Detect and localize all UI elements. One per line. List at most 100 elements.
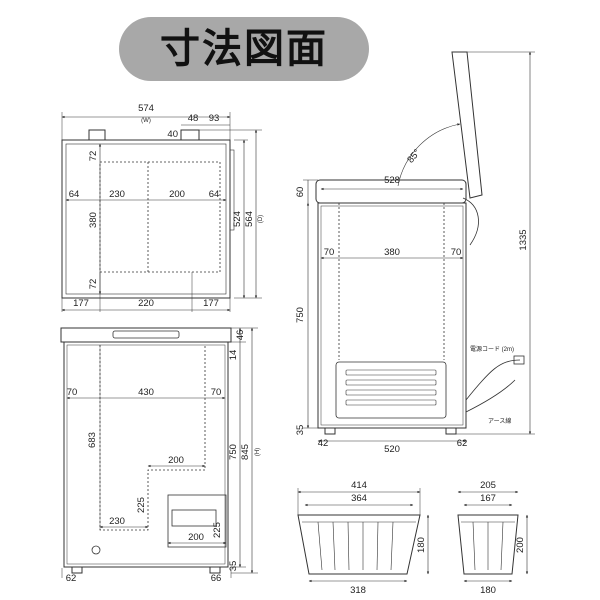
plug bbox=[513, 355, 525, 365]
basket-large-180-label: 180 bbox=[416, 537, 427, 553]
side-42-label: 42 bbox=[318, 438, 329, 449]
side-750-label: 750 bbox=[295, 307, 306, 323]
foot-66-label: 66 bbox=[211, 573, 222, 584]
panel-200-label: 200 bbox=[188, 532, 204, 543]
front-body-inner bbox=[66, 344, 226, 565]
top-view-labels: 574 (W) 48 93 40 72 380 72 64 230 200 64… bbox=[69, 103, 264, 309]
top-width-label: 574 bbox=[138, 103, 154, 114]
side-1335-label: 1335 bbox=[518, 229, 529, 250]
front-lid-handle bbox=[112, 330, 180, 339]
bottom-177-left-label: 177 bbox=[73, 298, 89, 309]
top-view-opening bbox=[99, 161, 221, 273]
side-hinge-curve bbox=[462, 197, 479, 246]
depth-note: (D) bbox=[258, 215, 264, 223]
offset-48-label: 48 bbox=[188, 113, 199, 124]
lid-46-label: 46 bbox=[235, 330, 246, 341]
basket-small-205-label: 205 bbox=[480, 480, 496, 491]
front-lid bbox=[60, 327, 232, 343]
knob-40-label: 40 bbox=[167, 129, 178, 140]
hinge-knob-right bbox=[180, 129, 200, 141]
basket-small bbox=[457, 490, 529, 583]
foot-35-label: 35 bbox=[228, 561, 239, 572]
vent-slots bbox=[345, 369, 437, 406]
basket-large-bars bbox=[317, 521, 394, 571]
cord-label: 電源コード (2m) bbox=[470, 345, 514, 353]
vent-grille bbox=[335, 361, 447, 419]
top-width-note: (W) bbox=[141, 118, 151, 124]
side-62-label: 62 bbox=[457, 438, 468, 449]
top-view-inner-outline bbox=[65, 143, 227, 295]
basket-small-bars bbox=[472, 521, 504, 571]
front-683-label: 683 bbox=[87, 432, 98, 448]
bottom-177-right-label: 177 bbox=[203, 298, 219, 309]
side-lid-open bbox=[451, 51, 483, 199]
power-cord bbox=[465, 359, 521, 401]
foot-62-label: 62 bbox=[66, 573, 77, 584]
side-foot-right bbox=[445, 427, 457, 435]
control-panel-box bbox=[167, 494, 227, 548]
drain-plug bbox=[91, 545, 101, 555]
inner-72-bottom-label: 72 bbox=[88, 279, 99, 290]
side-70-right-label: 70 bbox=[451, 247, 462, 258]
front-430-label: 430 bbox=[138, 387, 154, 398]
top-view-side-rail bbox=[229, 149, 235, 231]
front-70-left-label: 70 bbox=[67, 387, 78, 398]
basket-small-167-label: 167 bbox=[480, 493, 496, 504]
h-200-label: 200 bbox=[169, 189, 185, 200]
h-64-left-label: 64 bbox=[69, 189, 80, 200]
front-view-labels: 46 14 70 430 70 683 200 225 230 225 200 … bbox=[66, 330, 261, 584]
side-380-label: 380 bbox=[384, 247, 400, 258]
step-200-label: 200 bbox=[168, 455, 184, 466]
front-750-label: 750 bbox=[228, 444, 239, 460]
depth-524-label: 524 bbox=[232, 211, 243, 227]
basket-small-200-label: 200 bbox=[515, 537, 526, 553]
side-view-labels: 528 60 85° 70 380 70 750 1335 35 42 520 … bbox=[295, 147, 529, 455]
panel-225-label: 225 bbox=[212, 522, 223, 538]
side-60-label: 60 bbox=[295, 187, 306, 198]
front-view bbox=[60, 327, 258, 578]
offset-93-label: 93 bbox=[209, 113, 220, 124]
side-foot-left bbox=[324, 427, 336, 435]
basket-small-labels: 205 167 200 180 bbox=[480, 480, 526, 596]
foot-left bbox=[71, 566, 83, 574]
front-h-note: (H) bbox=[255, 448, 261, 456]
bottom-230-label: 230 bbox=[109, 516, 125, 527]
side-35-label: 35 bbox=[295, 425, 306, 436]
page-title: 寸法図面 bbox=[160, 26, 328, 72]
front-body bbox=[63, 341, 229, 568]
h-230-label: 230 bbox=[109, 189, 125, 200]
ground-wire bbox=[465, 379, 516, 413]
basket-large-318-label: 318 bbox=[350, 585, 366, 596]
basket-large-364-label: 364 bbox=[351, 493, 367, 504]
bottom-220-label: 220 bbox=[138, 298, 154, 309]
lid-angle-arc bbox=[397, 123, 461, 187]
basket-large bbox=[297, 488, 430, 583]
side-body-inner bbox=[320, 205, 464, 426]
basket-large-outline bbox=[297, 514, 421, 575]
side-view bbox=[303, 51, 535, 443]
basket-large-labels: 414 364 180 318 bbox=[350, 480, 427, 596]
basket-large-414-label: 414 bbox=[351, 480, 367, 491]
front-70-right-label: 70 bbox=[211, 387, 222, 398]
lid-angle-label: 85° bbox=[405, 147, 423, 165]
lid-14-label: 14 bbox=[228, 350, 239, 361]
step-225-label: 225 bbox=[136, 497, 147, 513]
front-interior-outline bbox=[99, 345, 206, 531]
ground-label: アース線 bbox=[488, 417, 511, 425]
control-panel bbox=[171, 509, 217, 527]
side-528-label: 528 bbox=[384, 175, 400, 186]
side-70-left-label: 70 bbox=[324, 247, 335, 258]
foot-right bbox=[209, 566, 221, 574]
title-banner bbox=[119, 17, 369, 81]
side-520-label: 520 bbox=[384, 444, 400, 455]
hinge-knob-left bbox=[88, 129, 106, 141]
h-64-right-label: 64 bbox=[209, 189, 220, 200]
depth-564-label: 564 bbox=[244, 211, 255, 227]
basket-small-outline bbox=[457, 514, 519, 575]
inner-72-top-label: 72 bbox=[88, 151, 99, 162]
top-view bbox=[61, 112, 262, 312]
basket-small-180-label: 180 bbox=[480, 585, 496, 596]
inner-380-label: 380 bbox=[88, 212, 99, 228]
side-body bbox=[317, 202, 467, 429]
